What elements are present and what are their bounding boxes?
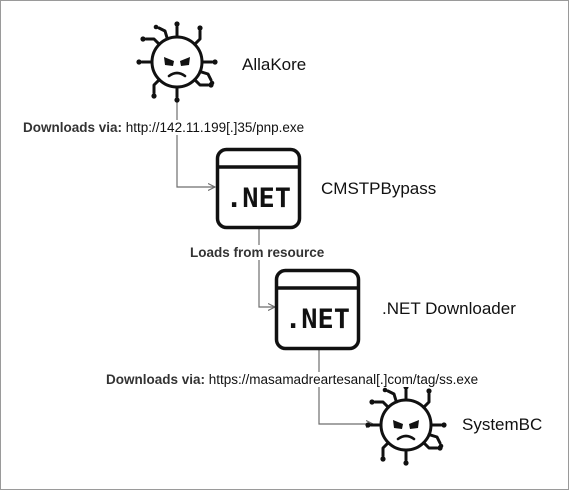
edge-label-kind: Downloads via: <box>23 120 123 135</box>
dotnet-icon-text: .NET <box>285 304 350 335</box>
dotnet-icon-text: .NET <box>226 183 291 214</box>
edge-label-downloader-download: Downloads via: https://masamadreartesana… <box>105 372 480 387</box>
edge-label-url: https://masamadreartesanal[.]com/tag/ss.… <box>208 372 479 387</box>
edge-label-kind: Downloads via: <box>106 372 206 387</box>
edge-label-loads-from-resource: Loads from resource <box>189 245 326 260</box>
edge-cmstpbypass-to-net-downloader <box>258 229 275 307</box>
dotnet-window-icon: .NET <box>274 268 361 351</box>
node-label-systembc: SystemBC <box>462 415 543 434</box>
edge-allakore-to-cmstpbypass <box>176 96 215 187</box>
virus-icon <box>365 384 447 466</box>
node-label-allakore: AllaKore <box>242 55 307 74</box>
node-label-cmstpbypass: CMSTPBypass <box>321 179 437 198</box>
node-label-net-downloader: .NET Downloader <box>382 299 516 318</box>
edge-label-url: http://142.11.199[.]35/pnp.exe <box>125 120 305 135</box>
virus-icon <box>136 21 218 103</box>
dotnet-window-icon: .NET <box>215 147 302 230</box>
edge-label-allakore-download: Downloads via: http://142.11.199[.]35/pn… <box>22 120 306 135</box>
edge-label-kind: Loads from resource <box>190 245 325 260</box>
